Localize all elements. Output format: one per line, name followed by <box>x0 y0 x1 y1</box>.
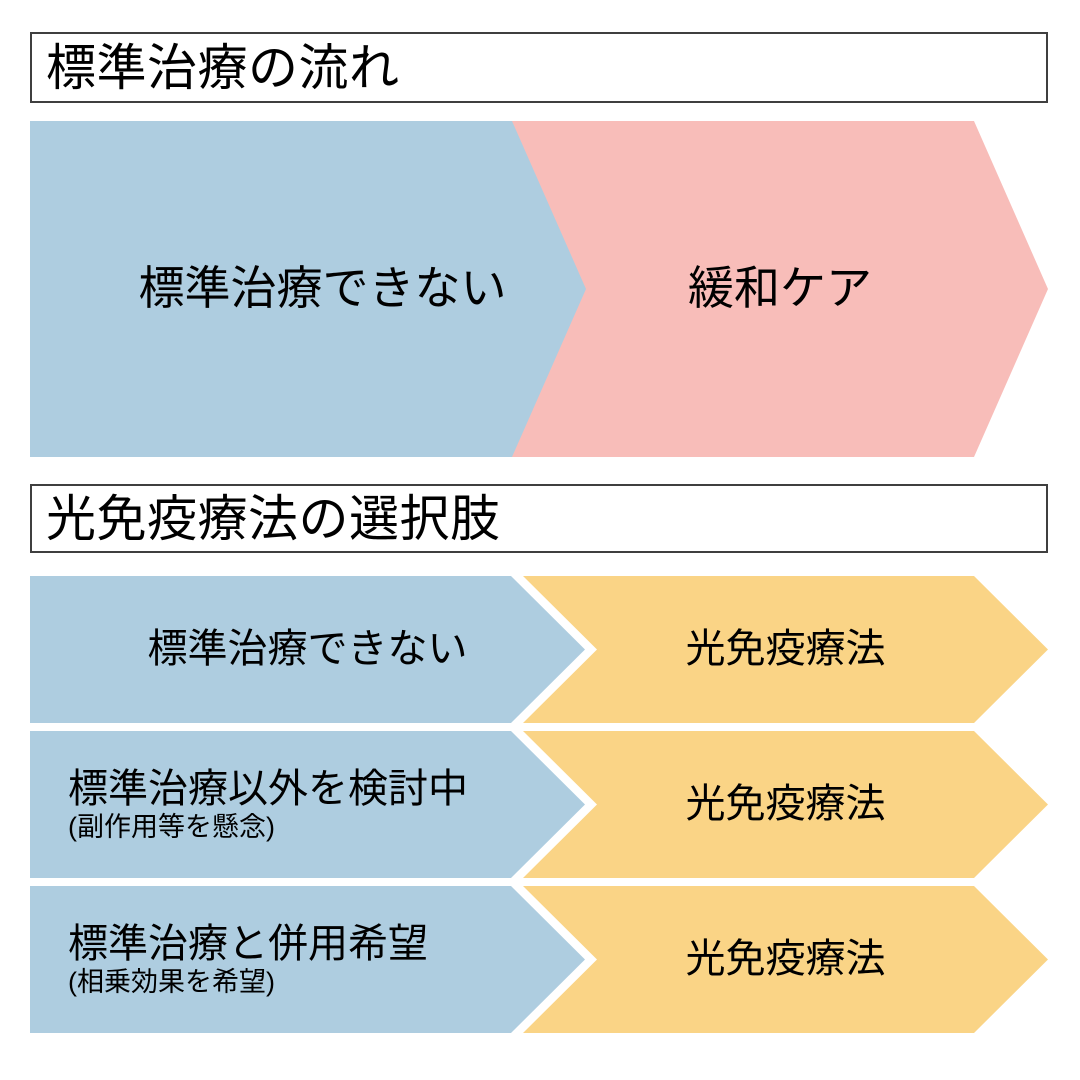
chevron-label: 光免疫療法 <box>685 627 886 672</box>
flow-chevron-palliative-care: 緩和ケア <box>512 121 1048 457</box>
flow-chevron-standard-treatment-not-possible: 標準治療できない <box>30 121 615 457</box>
section-header-photoimmunotherapy-options: 光免疫療法の選択肢 <box>30 484 1048 553</box>
option-chevron-condition-2: 標準治療以外を検討中 (副作用等を懸念) <box>30 731 585 878</box>
section-header-standard-treatment-flow: 標準治療の流れ <box>30 32 1048 103</box>
option-chevron-treatment-3: 光免疫療法 <box>523 886 1048 1033</box>
option-chevron-treatment-2: 光免疫療法 <box>523 731 1048 878</box>
section-title: 光免疫療法の選択肢 <box>46 490 501 547</box>
chevron-label: 光免疫療法 <box>685 782 886 827</box>
chevron-label: 緩和ケア <box>688 262 872 315</box>
chevron-label: 標準治療と併用希望 <box>68 921 428 966</box>
chevron-sublabel: (相乗効果を希望) <box>68 966 275 997</box>
chevron-label: 標準治療できない <box>147 627 468 672</box>
option-chevron-condition-3: 標準治療と併用希望 (相乗効果を希望) <box>30 886 585 1033</box>
chevron-label: 標準治療できない <box>138 262 507 315</box>
option-chevron-treatment-1: 光免疫療法 <box>523 576 1048 723</box>
chevron-sublabel: (副作用等を懸念) <box>68 811 275 842</box>
chevron-label: 光免疫療法 <box>685 937 886 982</box>
section-title: 標準治療の流れ <box>46 39 400 96</box>
chevron-label: 標準治療以外を検討中 <box>68 766 468 811</box>
option-chevron-condition-1: 標準治療できない <box>30 576 585 723</box>
